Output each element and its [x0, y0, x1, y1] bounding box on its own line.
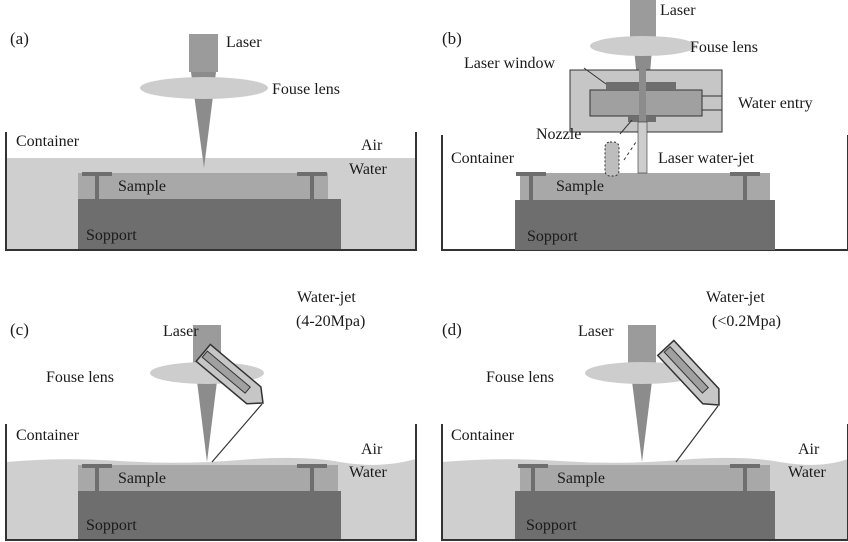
panel-b-fouse-lens: [590, 36, 696, 56]
panel-d-water-label: Water: [788, 464, 826, 481]
panel-b-window-leader: [583, 67, 607, 85]
panel-a-air-label: Air: [361, 137, 383, 154]
panel-d-container-wall: [441, 424, 848, 541]
panel-d-pressure-label: (<0.2Mpa): [712, 313, 781, 330]
panel-c: (c) Laser Fouse lens Water-jet (4: [5, 289, 417, 541]
panel-c-laser-label: Laser: [163, 323, 199, 340]
panel-b-laser-window-label: Laser window: [464, 55, 556, 72]
panel-d-waterjet-label: Water-jet: [706, 289, 765, 306]
panel-c-air-label: Air: [361, 441, 383, 458]
panel-b-jet-detail-marker: [604, 141, 620, 177]
panel-c-waterjet-stream: [211, 403, 263, 463]
panel-d: (d) Laser Fouse lens Water-jet (<: [441, 289, 848, 541]
panel-b-beam-through-housing: [639, 60, 646, 130]
panel-d-support-label: Sopport: [526, 517, 577, 534]
panel-d-container-label: Container: [451, 427, 515, 444]
panel-b: (b) Laser Fouse lens Las: [441, 0, 848, 251]
panel-c-waterjet-label: Water-jet: [297, 289, 356, 306]
panel-d-waterjet-nozzle: [656, 339, 720, 463]
panel-d-lens-label: Fouse lens: [486, 369, 554, 386]
panel-a-lens-label: Fouse lens: [272, 81, 340, 98]
panel-c-lens-label: Fouse lens: [46, 369, 114, 386]
panel-a-fouse-lens: [140, 77, 268, 99]
panel-c-support: [78, 491, 341, 540]
panel-b-tag: (b): [442, 29, 462, 48]
panel-a-water-label: Water: [349, 161, 387, 178]
panel-b-left-clamp: [516, 172, 546, 200]
panel-d-laser-head: [628, 325, 656, 365]
panel-d-laser-label: Laser: [578, 323, 614, 340]
panel-c-sample-label: Sample: [118, 470, 166, 487]
panel-b-lens-label: Fouse lens: [690, 39, 758, 56]
panel-d-waterjet-stream: [675, 405, 719, 463]
panel-c-container-wall: [5, 424, 417, 541]
panel-c-left-clamp: [82, 464, 112, 491]
panel-b-nozzle-leader: [619, 119, 633, 135]
panel-a-container-label: Container: [16, 133, 80, 150]
panel-c-sample: [78, 465, 338, 491]
panel-d-support: [515, 491, 775, 540]
panel-c-pressure-label: (4-20Mpa): [296, 313, 365, 330]
panel-c-support-label: Sopport: [86, 517, 137, 534]
panel-b-container-label: Container: [451, 150, 515, 167]
panel-c-laser-beam: [195, 365, 219, 462]
panel-b-water-entry-label: Water entry: [738, 95, 813, 112]
panel-d-laser-beam: [630, 365, 654, 462]
panel-b-laser-water-jet: [637, 121, 648, 174]
panel-a-tag: (a): [10, 29, 29, 48]
panel-b-sample: [520, 173, 770, 200]
panel-a-support-label: Sopport: [86, 227, 137, 244]
panel-b-sample-label: Sample: [556, 178, 604, 195]
panel-a-sample-label: Sample: [118, 178, 166, 195]
panel-c-container-label: Container: [16, 427, 80, 444]
panel-d-air-label: Air: [798, 441, 820, 458]
panel-a-laser-label: Laser: [226, 34, 262, 51]
panel-a-right-clamp: [297, 172, 327, 199]
panel-a-left-clamp: [82, 172, 112, 199]
panel-c-waterjet-nozzle: [195, 343, 264, 463]
panel-d-right-clamp: [730, 464, 760, 491]
panel-d-sample: [520, 465, 770, 491]
panel-b-marker-leader: [623, 141, 637, 161]
panel-b-laser-water-jet-label: Laser water-jet: [658, 150, 755, 167]
panel-a: (a) Laser Fouse lens Container Air Water…: [5, 29, 417, 251]
panel-b-right-clamp: [730, 172, 760, 200]
panel-c-water-label: Water: [349, 464, 387, 481]
panel-b-nozzle-label: Nozzle: [536, 126, 581, 143]
panel-c-tag: (c): [10, 320, 29, 339]
panel-b-laser-label: Laser: [660, 2, 696, 19]
panel-d-tag: (d): [442, 320, 462, 339]
panel-a-sample: [78, 173, 328, 199]
panel-b-water-entry-pipe: [701, 95, 723, 111]
panel-a-support: [78, 199, 341, 250]
panel-b-laser-head: [630, 0, 656, 38]
panel-d-sample-label: Sample: [557, 470, 605, 487]
panel-b-support: [515, 200, 775, 250]
panel-d-left-clamp: [518, 464, 548, 491]
panel-b-support-label: Sopport: [527, 228, 578, 245]
panel-a-container-wall: [5, 132, 417, 251]
panel-a-laser-head: [189, 34, 218, 72]
panel-c-right-clamp: [297, 464, 327, 491]
